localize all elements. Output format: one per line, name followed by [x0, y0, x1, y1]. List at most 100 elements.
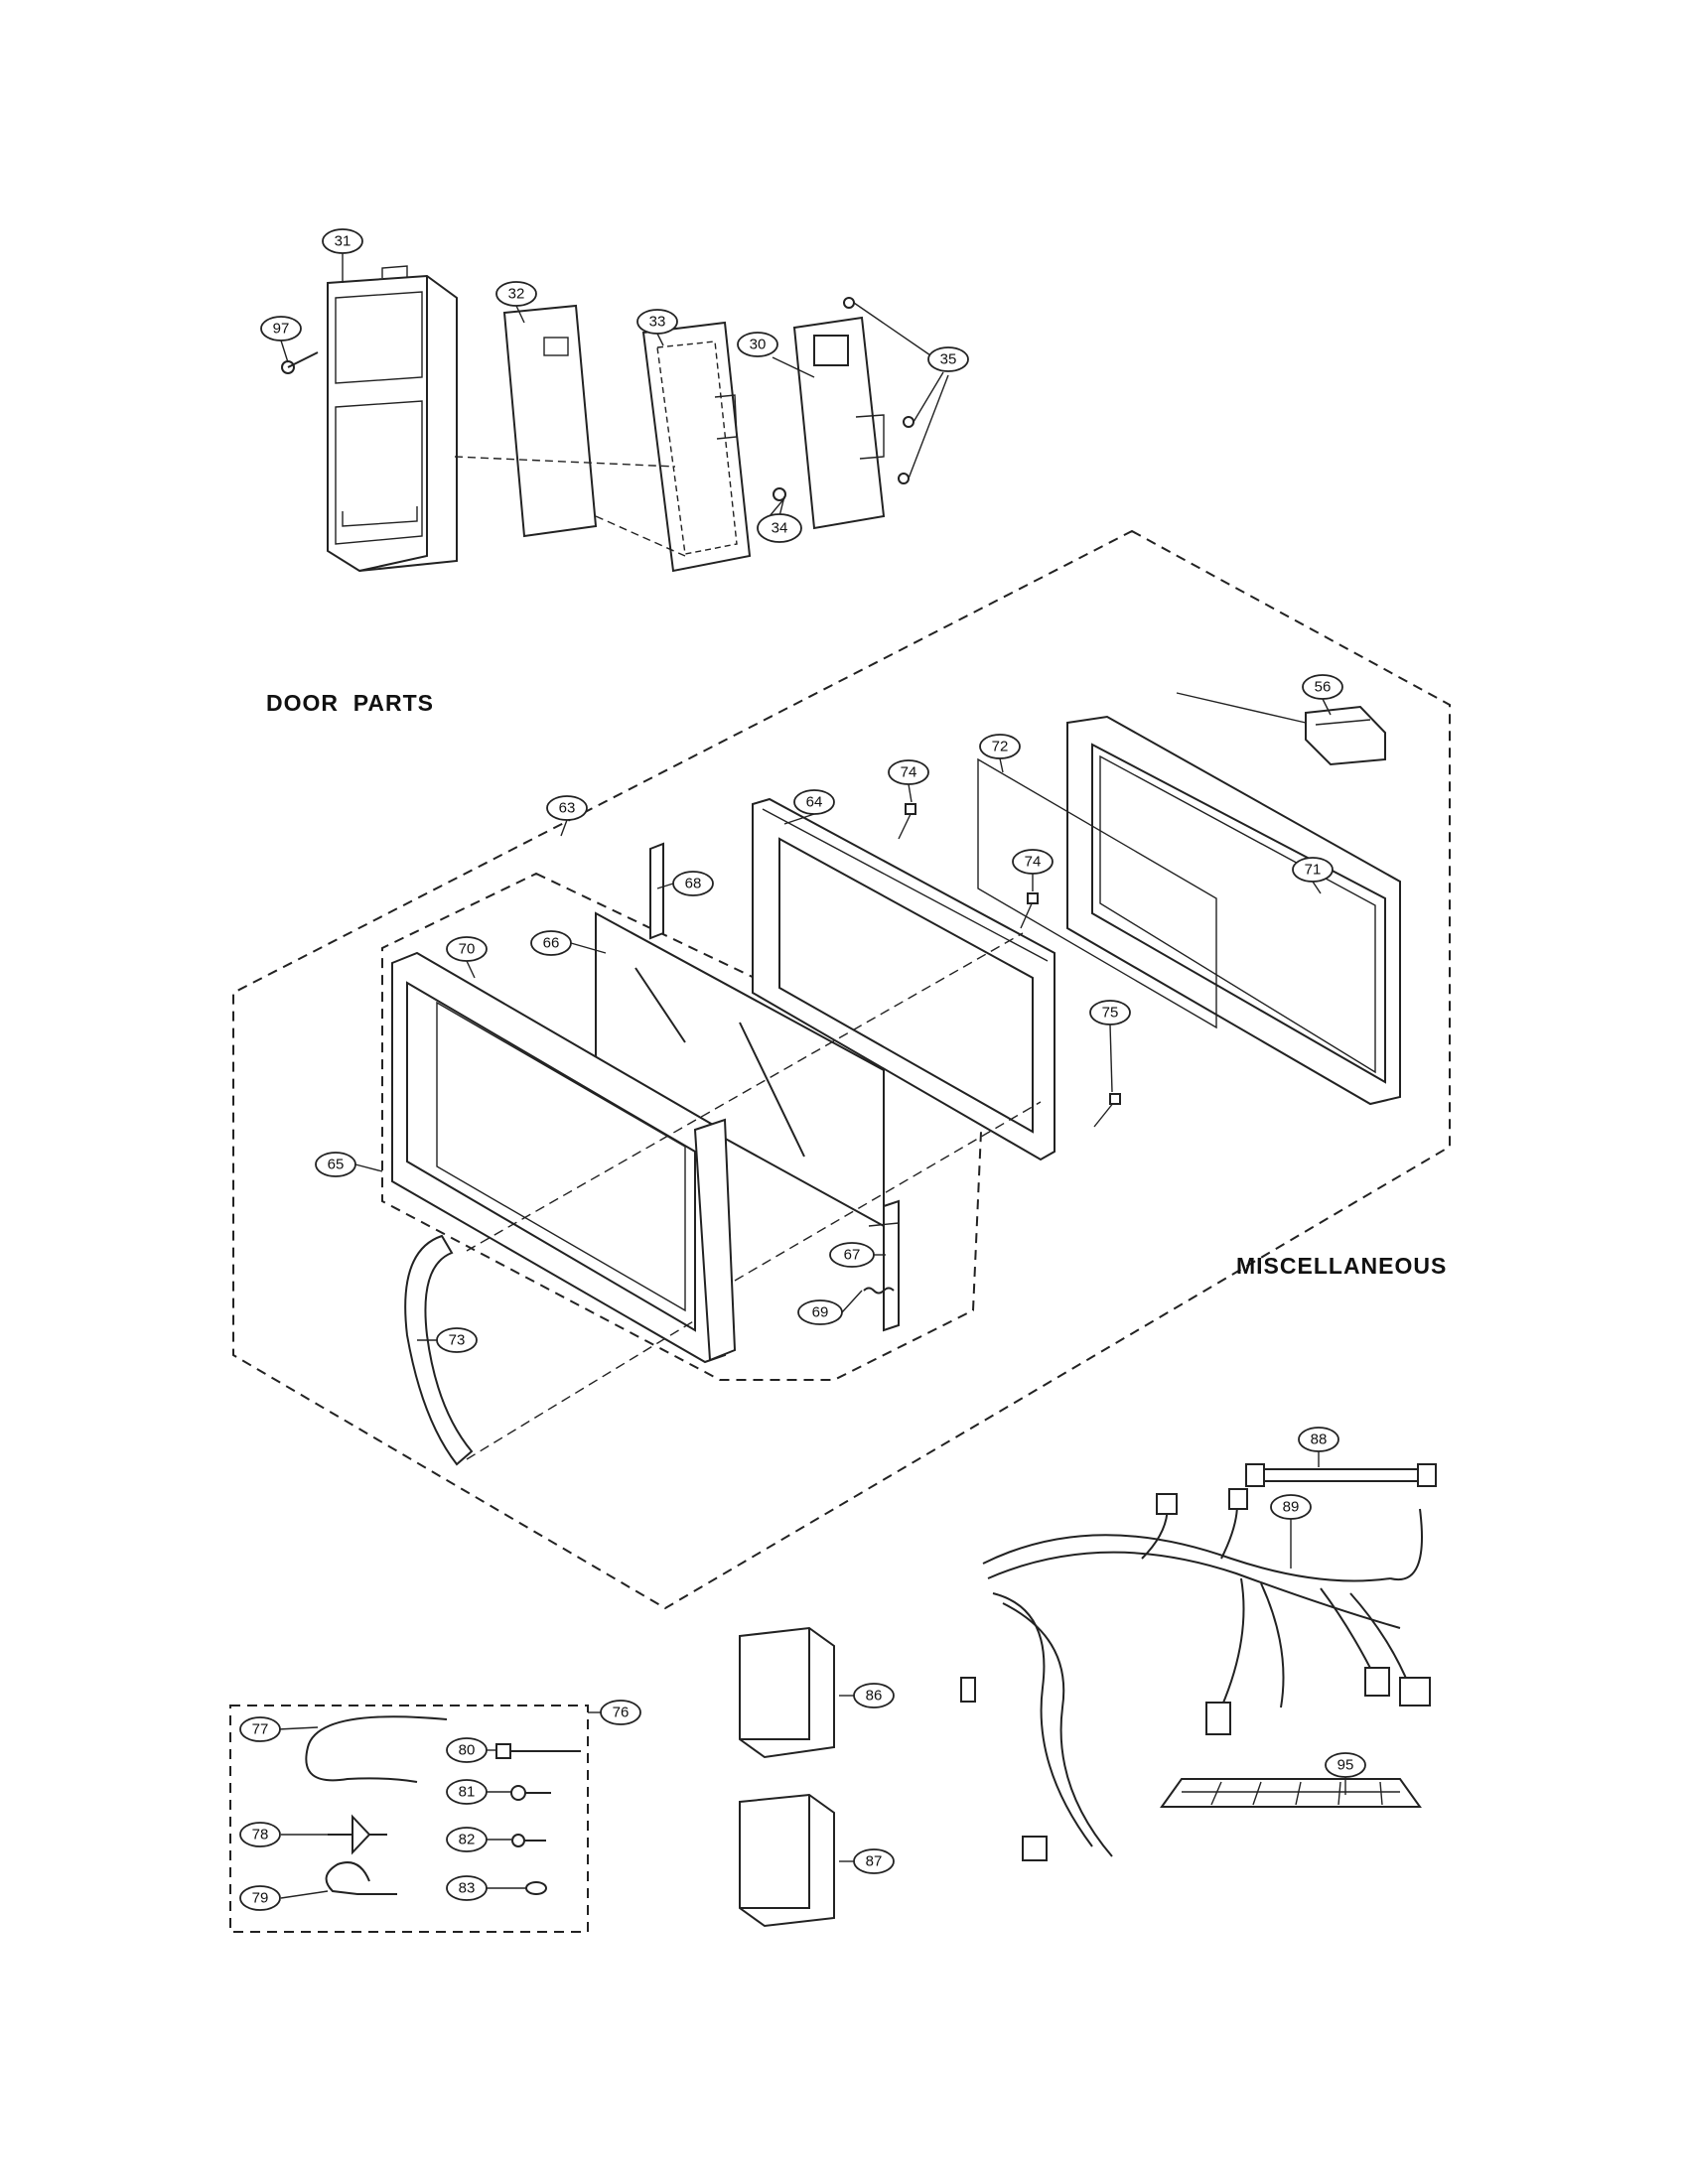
part-toggle-bolt-78 — [328, 1814, 387, 1855]
callout-56: 56 — [1302, 674, 1343, 700]
part-screw-82 — [511, 1834, 546, 1847]
part-inner-frame-64 — [752, 797, 1055, 1161]
part-fuse-88 — [1245, 1463, 1437, 1487]
callout-layer: 31 97 32 33 30 35 34 56 72 71 74 64 63 6… — [239, 228, 1366, 1911]
svg-text:89: 89 — [1283, 1499, 1300, 1516]
callout-83: 83 — [446, 1875, 488, 1901]
callout-68: 68 — [672, 871, 714, 896]
part-screw-81 — [510, 1785, 551, 1801]
part-circuit-board — [792, 316, 886, 530]
installation-kit-boundary — [229, 1705, 589, 1933]
part-rack-95 — [1160, 1778, 1422, 1808]
svg-text:74: 74 — [901, 764, 917, 781]
control-panel-assembly — [281, 265, 949, 573]
callout-74-bottom: 74 — [1012, 849, 1054, 875]
callout-80: 80 — [446, 1737, 488, 1763]
callout-74-top: 74 — [888, 759, 929, 785]
part-bolt-80 — [495, 1743, 581, 1759]
part-box-86 — [739, 1626, 835, 1759]
part-spring-69 — [863, 1287, 895, 1295]
callout-73: 73 — [436, 1327, 478, 1353]
callout-78: 78 — [239, 1822, 281, 1847]
svg-text:79: 79 — [252, 1890, 269, 1907]
callout-77: 77 — [239, 1716, 281, 1742]
svg-text:35: 35 — [940, 351, 957, 368]
svg-text:72: 72 — [992, 739, 1009, 755]
callout-64: 64 — [793, 789, 835, 815]
callout-88: 88 — [1298, 1427, 1339, 1452]
callout-81: 81 — [446, 1779, 488, 1805]
svg-text:81: 81 — [459, 1784, 476, 1801]
callout-33: 33 — [636, 309, 678, 335]
svg-text:64: 64 — [806, 794, 823, 811]
part-hinge-68 — [649, 842, 664, 940]
part-handle-73 — [404, 1234, 474, 1466]
callout-82: 82 — [446, 1827, 488, 1852]
svg-text:88: 88 — [1311, 1432, 1328, 1448]
callout-35: 35 — [927, 346, 969, 372]
part-membrane-sheet — [502, 304, 598, 538]
callout-95: 95 — [1325, 1752, 1366, 1778]
callout-89: 89 — [1270, 1494, 1312, 1520]
callout-71: 71 — [1292, 857, 1334, 883]
svg-text:56: 56 — [1315, 679, 1332, 696]
part-box-87 — [739, 1793, 835, 1928]
part-screw-34 — [769, 487, 786, 517]
part-bracket — [641, 321, 752, 573]
svg-text:78: 78 — [252, 1827, 269, 1843]
part-washer-83 — [525, 1881, 547, 1895]
svg-text:73: 73 — [449, 1332, 466, 1349]
svg-text:70: 70 — [459, 941, 476, 958]
svg-text:86: 86 — [866, 1688, 883, 1705]
callout-86: 86 — [853, 1683, 895, 1708]
part-screws-74 — [898, 803, 1039, 929]
svg-text:31: 31 — [335, 233, 352, 250]
svg-text:65: 65 — [328, 1157, 345, 1173]
svg-text:68: 68 — [685, 876, 702, 892]
svg-text:30: 30 — [750, 337, 767, 353]
svg-text:75: 75 — [1102, 1005, 1119, 1022]
svg-text:74: 74 — [1025, 854, 1042, 871]
svg-text:82: 82 — [459, 1832, 476, 1848]
callout-66: 66 — [530, 930, 572, 956]
callout-31: 31 — [322, 228, 363, 254]
callout-30: 30 — [737, 332, 778, 357]
callout-34: 34 — [757, 513, 802, 543]
svg-text:66: 66 — [543, 935, 560, 952]
miscellaneous-parts — [229, 1463, 1437, 1933]
callout-72: 72 — [979, 734, 1021, 759]
callout-69: 69 — [797, 1299, 843, 1325]
callout-67: 67 — [829, 1242, 875, 1268]
callout-65: 65 — [315, 1152, 356, 1177]
svg-text:67: 67 — [844, 1247, 861, 1264]
svg-text:34: 34 — [772, 520, 788, 537]
svg-text:32: 32 — [508, 286, 525, 303]
callout-79: 79 — [239, 1885, 281, 1911]
svg-text:95: 95 — [1337, 1757, 1354, 1774]
svg-text:71: 71 — [1305, 862, 1322, 879]
part-latch-67 — [868, 1199, 900, 1332]
part-screws-35 — [843, 297, 949, 484]
callout-70: 70 — [446, 936, 488, 962]
svg-text:80: 80 — [459, 1742, 476, 1759]
svg-text:97: 97 — [273, 321, 290, 338]
part-screw-97 — [281, 351, 319, 374]
part-cord-77 — [305, 1715, 448, 1783]
part-door-frame-71 — [1066, 715, 1401, 1106]
part-screw-75 — [1093, 1093, 1121, 1128]
callout-32: 32 — [495, 281, 537, 307]
svg-text:76: 76 — [613, 1705, 630, 1721]
part-door-panel-70 — [391, 951, 737, 1364]
leader-lines — [277, 253, 1346, 1899]
section-title-miscellaneous: MISCELLANEOUS — [1236, 1253, 1447, 1279]
callout-63: 63 — [546, 795, 588, 821]
callout-87: 87 — [853, 1848, 895, 1874]
callout-75: 75 — [1089, 1000, 1131, 1025]
part-control-frame — [327, 265, 458, 573]
part-hook-79 — [325, 1861, 397, 1895]
svg-text:33: 33 — [649, 314, 666, 331]
svg-text:83: 83 — [459, 1880, 476, 1897]
door-assembly — [232, 529, 1451, 1610]
svg-text:77: 77 — [252, 1721, 269, 1738]
